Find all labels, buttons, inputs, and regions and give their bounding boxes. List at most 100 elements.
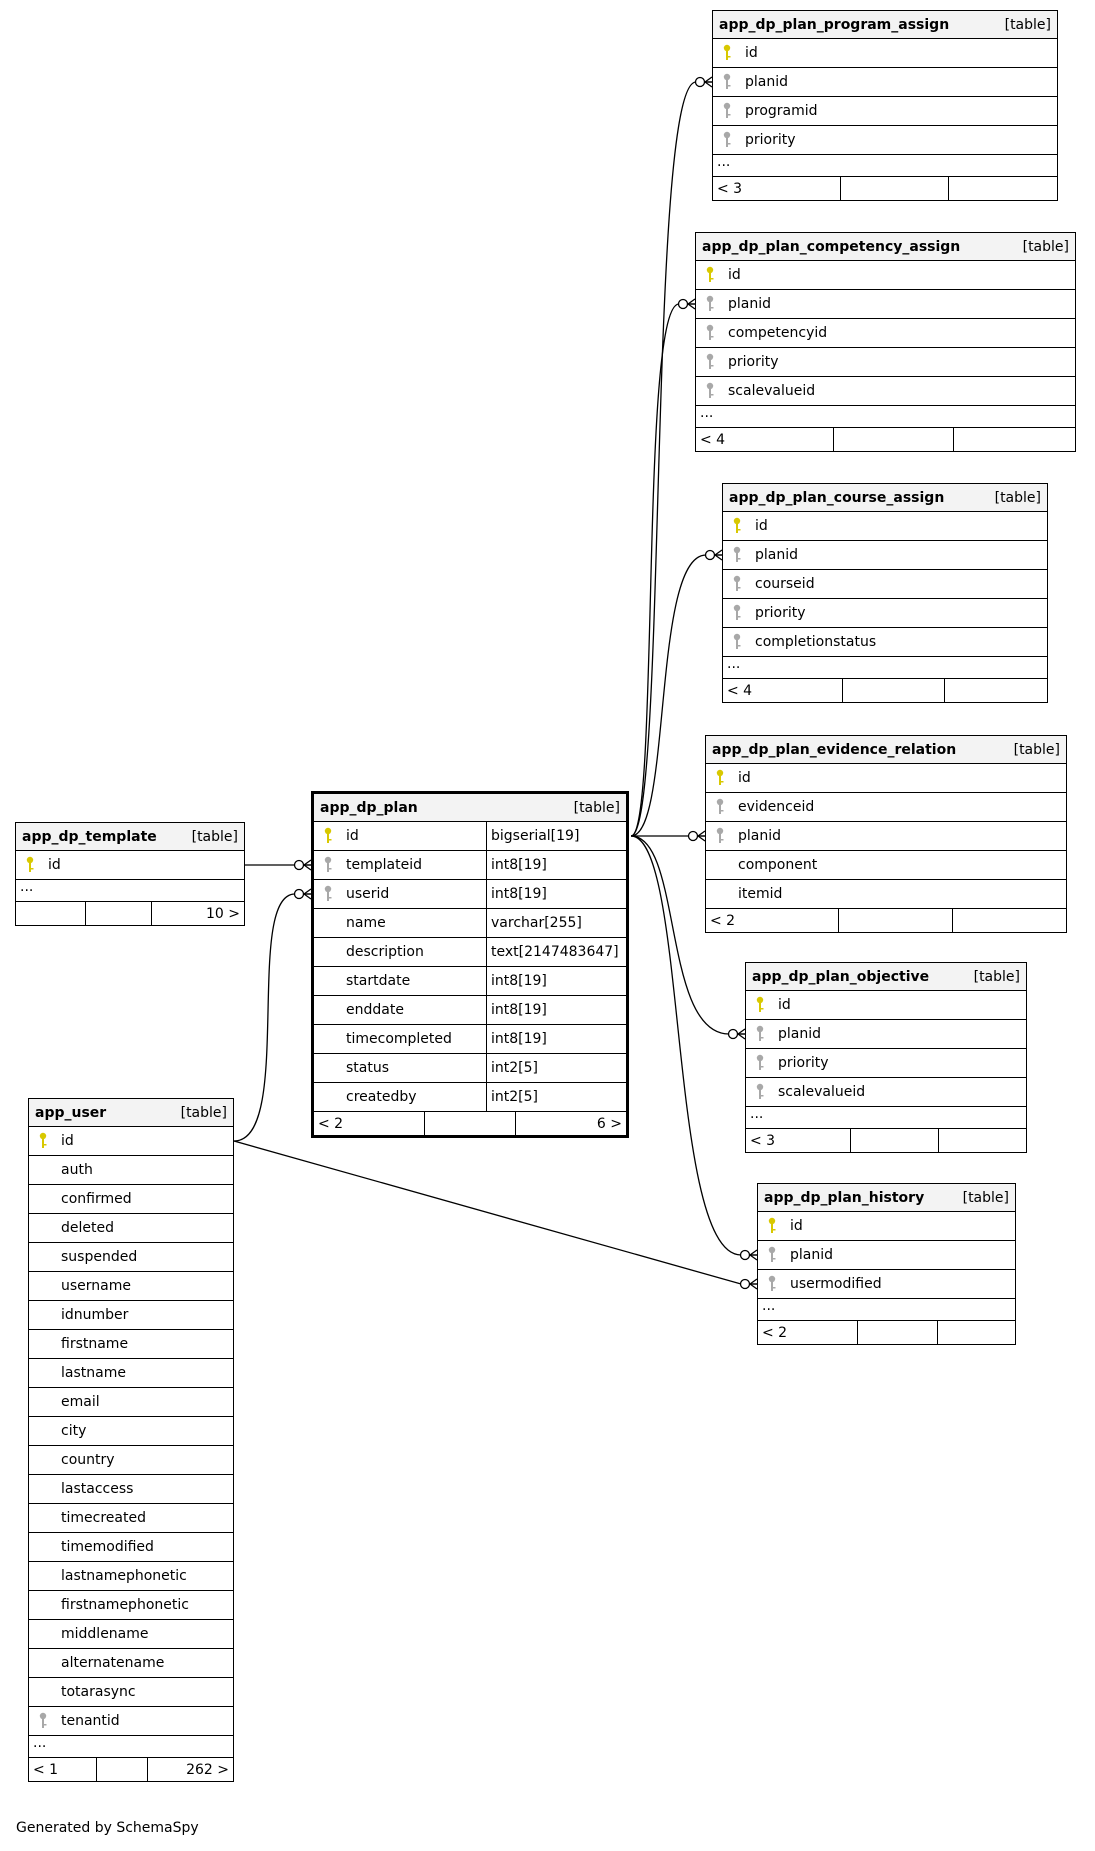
column-row[interactable]: priority [723, 599, 1047, 628]
column-row[interactable]: planid [713, 68, 1057, 97]
table-name[interactable]: app_dp_template [22, 828, 157, 845]
column-name: planid [745, 74, 789, 90]
column-name: idnumber [61, 1307, 129, 1323]
column-row[interactable]: id [713, 39, 1057, 68]
table-app-dp-template[interactable]: app_dp_template[table]id...10 > [15, 822, 245, 926]
table-name[interactable]: app_dp_plan_course_assign [729, 489, 945, 506]
column-row[interactable]: id [16, 851, 244, 880]
column-name: id [755, 518, 768, 534]
parents-count[interactable]: < 4 [727, 682, 753, 699]
table-header: app_dp_plan_competency_assign[table] [696, 233, 1075, 261]
column-row[interactable]: usermodified [758, 1270, 1015, 1299]
parents-count[interactable]: < 3 [717, 180, 743, 197]
column-row[interactable]: id [746, 991, 1026, 1020]
column-name: createdby [346, 1089, 417, 1105]
column-row[interactable]: planid [696, 290, 1075, 319]
column-row[interactable]: idnumber [29, 1301, 233, 1330]
column-row[interactable]: deleted [29, 1214, 233, 1243]
column-row[interactable]: itemid [706, 880, 1066, 909]
column-row[interactable]: courseid [723, 570, 1047, 599]
children-count[interactable]: 10 > [150, 902, 244, 925]
parents-count[interactable]: < 2 [318, 1115, 344, 1132]
column-row[interactable]: priority [696, 348, 1075, 377]
column-row[interactable]: confirmed [29, 1185, 233, 1214]
parents-count[interactable]: < 2 [710, 912, 736, 929]
column-row[interactable]: lastnamephonetic [29, 1562, 233, 1591]
column-row[interactable]: completionstatus [723, 628, 1047, 657]
column-row[interactable]: priority [746, 1049, 1026, 1078]
column-name: status [346, 1060, 390, 1076]
column-name: scalevalueid [778, 1084, 866, 1100]
table-name[interactable]: app_user [35, 1104, 107, 1121]
table-header: app_user[table] [29, 1099, 233, 1127]
children-count[interactable]: 262 > [146, 1758, 233, 1781]
parents-count[interactable]: < 3 [750, 1132, 776, 1149]
column-row[interactable]: planid [758, 1241, 1015, 1270]
table-footer: < 2 [758, 1321, 1015, 1344]
column-row[interactable]: tenantid [29, 1707, 233, 1736]
column-name: lastnamephonetic [61, 1568, 187, 1584]
column-row[interactable]: timecreated [29, 1504, 233, 1533]
table-name[interactable]: app_dp_plan_objective [752, 968, 930, 985]
column-row[interactable]: id [706, 764, 1066, 793]
column-row[interactable]: evidenceid [706, 793, 1066, 822]
parents-count[interactable]: < 1 [33, 1761, 59, 1778]
column-row[interactable]: city [29, 1417, 233, 1446]
column-row[interactable]: timemodified [29, 1533, 233, 1562]
column-row[interactable]: scalevalueid [696, 377, 1075, 406]
table-header: app_dp_plan_course_assign[table] [723, 484, 1047, 512]
table-name[interactable]: app_dp_plan_competency_assign [702, 238, 961, 255]
column-row[interactable]: id [723, 512, 1047, 541]
column-row[interactable]: middlename [29, 1620, 233, 1649]
column-row[interactable]: firstname [29, 1330, 233, 1359]
column-row[interactable]: totarasync [29, 1678, 233, 1707]
column-row[interactable]: planid [746, 1020, 1026, 1049]
table-name[interactable]: app_dp_plan_history [764, 1189, 925, 1206]
table-app-dp-plan-competency-assign[interactable]: app_dp_plan_competency_assign[table]id pl… [695, 232, 1076, 452]
children-count[interactable]: 6 > [515, 1112, 626, 1135]
parents-count[interactable]: < 2 [762, 1324, 788, 1341]
column-row[interactable]: id [29, 1127, 233, 1156]
column-row[interactable]: priority [713, 126, 1057, 155]
column-row[interactable]: planid [706, 822, 1066, 851]
column-row[interactable]: auth [29, 1156, 233, 1185]
column-row[interactable]: id [758, 1212, 1015, 1241]
column-row[interactable]: scalevalueid [746, 1078, 1026, 1107]
column-row[interactable]: lastaccess [29, 1475, 233, 1504]
table-name[interactable]: app_dp_plan_program_assign [719, 16, 950, 33]
column-row[interactable]: programid [713, 97, 1057, 126]
column-row[interactable]: planid [723, 541, 1047, 570]
column-row[interactable]: lastname [29, 1359, 233, 1388]
table-name[interactable]: app_dp_plan [320, 799, 418, 816]
column-row[interactable]: username [29, 1272, 233, 1301]
column-name: id [728, 267, 741, 283]
column-row[interactable]: component [706, 851, 1066, 880]
column-row[interactable]: country [29, 1446, 233, 1475]
column-row[interactable]: suspended [29, 1243, 233, 1272]
column-row[interactable]: firstnamephonetic [29, 1591, 233, 1620]
column-row[interactable]: id [696, 261, 1075, 290]
column-row[interactable]: email [29, 1388, 233, 1417]
column-row[interactable]: competencyid [696, 319, 1075, 348]
parents-count[interactable]: < 4 [700, 431, 726, 448]
table-app-dp-plan-course-assign[interactable]: app_dp_plan_course_assign[table]id planid… [722, 483, 1048, 703]
table-name[interactable]: app_dp_plan_evidence_relation [712, 741, 957, 758]
column-name: id [346, 828, 359, 844]
column-row[interactable]: alternatename [29, 1649, 233, 1678]
